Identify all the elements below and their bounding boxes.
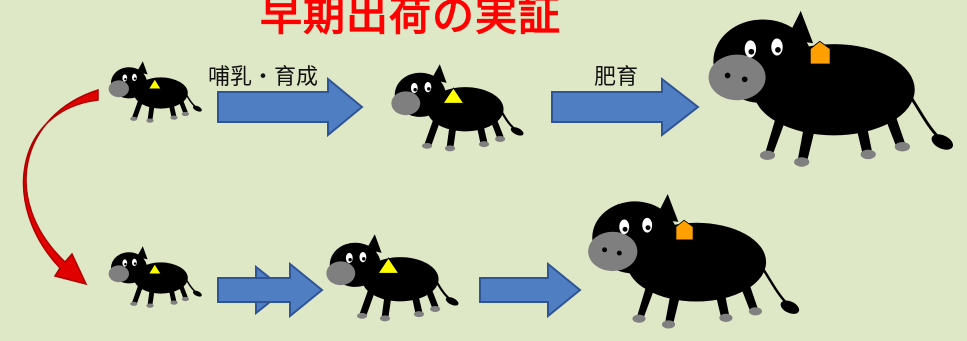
cow-large-row2 bbox=[586, 192, 803, 330]
diagram-title: 早期出荷の実証 bbox=[260, 0, 562, 40]
right-arrow-2 bbox=[551, 76, 700, 138]
calf-medium-row1 bbox=[390, 63, 526, 153]
right-arrow-3b bbox=[217, 261, 324, 319]
calf-small-row2 bbox=[107, 245, 204, 309]
label-nursing-rearing: 哺乳・育成 bbox=[208, 65, 319, 90]
curved-red-arrow bbox=[22, 88, 99, 286]
calf-small-row1 bbox=[107, 60, 204, 124]
cow-large-row1 bbox=[707, 9, 957, 169]
right-arrow-1 bbox=[217, 76, 364, 138]
label-fattening: 肥育 bbox=[594, 65, 639, 90]
right-arrow-4 bbox=[479, 261, 582, 319]
calf-medium-row2 bbox=[325, 233, 461, 323]
